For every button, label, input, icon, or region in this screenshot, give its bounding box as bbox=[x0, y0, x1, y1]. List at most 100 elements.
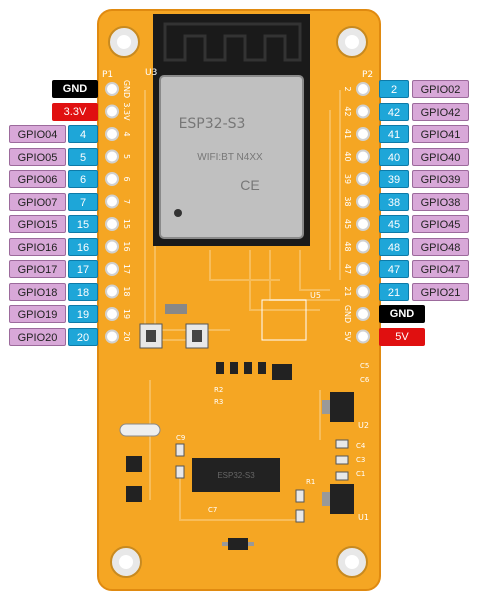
right-pin-number: 38 bbox=[379, 192, 409, 211]
left-header-silk-label: 20 bbox=[122, 331, 131, 341]
silk-r3: R3 bbox=[214, 398, 223, 406]
left-pin-number: 4 bbox=[68, 125, 98, 143]
right-header-pad bbox=[356, 104, 370, 119]
right-pin-number: 48 bbox=[379, 237, 409, 256]
left-header-pad bbox=[105, 104, 119, 119]
right-pin-number: 45 bbox=[379, 215, 409, 233]
left-pin-gnd: GND bbox=[52, 80, 98, 98]
right-pin-name: GPIO41 bbox=[412, 125, 469, 143]
right-pin-name: GPIO40 bbox=[412, 147, 469, 166]
silk-c9: C9 bbox=[176, 434, 185, 442]
right-header-silk-label: 48 bbox=[343, 241, 352, 251]
left-pin-number: 16 bbox=[68, 237, 98, 256]
right-header-silk-label: 47 bbox=[343, 264, 352, 274]
left-pin-number: 5 bbox=[68, 147, 98, 166]
right-header-silk-label: 5V bbox=[343, 331, 352, 342]
left-pin-name: GPIO20 bbox=[9, 327, 66, 346]
silk-c5: C5 bbox=[360, 362, 369, 370]
left-pin-power: 3.3V bbox=[52, 102, 98, 121]
right-header-pad bbox=[356, 329, 370, 344]
left-header-pad bbox=[105, 82, 119, 96]
right-header-silk-label: 2 bbox=[343, 86, 352, 91]
regulator-u1 bbox=[330, 484, 354, 514]
left-pin-number: 7 bbox=[68, 192, 98, 211]
left-pin-name: GPIO07 bbox=[9, 192, 66, 211]
cert-marks: CE bbox=[240, 177, 259, 193]
right-pin-power: 5V bbox=[379, 327, 425, 346]
right-pin-number: 21 bbox=[379, 282, 409, 301]
left-header-silk-label: 17 bbox=[122, 264, 131, 274]
left-header-silk-label: 6 bbox=[122, 176, 131, 181]
silk-c3: C3 bbox=[356, 456, 365, 464]
left-header-silk-label: GND bbox=[122, 80, 131, 98]
silk-u5: U5 bbox=[310, 291, 321, 300]
left-pin-name: GPIO18 bbox=[9, 282, 66, 301]
left-pin-name: GPIO15 bbox=[9, 215, 66, 233]
left-pin-name: GPIO04 bbox=[9, 125, 66, 143]
right-pin-number: 42 bbox=[379, 102, 409, 121]
right-pin-name: GPIO48 bbox=[412, 237, 469, 256]
right-pin-name: GPIO42 bbox=[412, 102, 469, 121]
usb-connector-led bbox=[228, 538, 248, 550]
silk-u2: U2 bbox=[358, 421, 369, 430]
left-header-silk-label: 19 bbox=[122, 309, 131, 319]
chip-sub: WIFI:BT N4XX bbox=[197, 152, 263, 163]
left-header-pad bbox=[105, 194, 119, 209]
right-header-pad bbox=[356, 127, 370, 141]
right-pin-name: GPIO39 bbox=[412, 170, 469, 188]
right-header-pad bbox=[356, 82, 370, 96]
silk-u1: U1 bbox=[358, 513, 369, 522]
components: U5 R2 R3 U2 U1 C4 C3 C1 C5 C6 ESP32-S3 bbox=[119, 291, 370, 550]
right-header-pad bbox=[356, 284, 370, 299]
left-header-pad bbox=[105, 217, 119, 231]
esp32-module: ESP32-S3 WIFI:BT N4XX CE bbox=[153, 14, 310, 246]
left-pin-name: GPIO06 bbox=[9, 170, 66, 188]
silk-p1: P1 bbox=[102, 70, 113, 80]
silk-r2: R2 bbox=[214, 386, 223, 394]
right-header-pad bbox=[356, 239, 370, 254]
silk-u3: U3 bbox=[145, 68, 157, 78]
regulator-u2 bbox=[330, 392, 354, 422]
right-pin-gnd: GND bbox=[379, 305, 425, 323]
right-pin-name: GPIO47 bbox=[412, 260, 469, 278]
right-pin-number: 40 bbox=[379, 147, 409, 166]
left-pin-name: GPIO17 bbox=[9, 260, 66, 278]
left-pin-name: GPIO19 bbox=[9, 305, 66, 323]
right-header-pad bbox=[356, 172, 370, 186]
left-header-pad bbox=[105, 284, 119, 299]
right-header-silk-label: 40 bbox=[343, 151, 352, 161]
left-pin-number: 15 bbox=[68, 215, 98, 233]
right-header-pad bbox=[356, 149, 370, 164]
right-header-silk-label: 41 bbox=[343, 129, 352, 139]
silk-p2: P2 bbox=[362, 70, 373, 80]
left-pin-number: 19 bbox=[68, 305, 98, 323]
left-header-silk-label: 15 bbox=[122, 219, 131, 229]
right-header-silk-label: 38 bbox=[343, 196, 352, 206]
left-header-pad bbox=[105, 329, 119, 344]
mounting-holes bbox=[108, 26, 368, 578]
left-header-pad bbox=[105, 307, 119, 321]
left-header-pad bbox=[105, 262, 119, 276]
left-header-silk-label: 7 bbox=[122, 199, 131, 204]
left-header-silk-label: 16 bbox=[122, 241, 131, 251]
inductor bbox=[165, 304, 187, 314]
right-pin-name: GPIO45 bbox=[412, 215, 469, 233]
right-header-silk-label: GND bbox=[343, 305, 352, 323]
left-header-silk-label: 4 bbox=[122, 131, 131, 136]
silk-r1: R1 bbox=[306, 478, 315, 486]
transistor bbox=[272, 364, 292, 380]
u5-chip bbox=[261, 299, 307, 341]
left-pin-number: 18 bbox=[68, 282, 98, 301]
left-header-pad bbox=[105, 239, 119, 254]
left-pin-name: GPIO05 bbox=[9, 147, 66, 166]
crystal bbox=[119, 423, 161, 437]
right-header-pad bbox=[356, 307, 370, 321]
right-pin-number: 47 bbox=[379, 260, 409, 278]
silk-c4: C4 bbox=[356, 442, 366, 450]
chip-brand: ESP32-S3 bbox=[179, 116, 246, 132]
left-pin-number: 20 bbox=[68, 327, 98, 346]
right-pin-name: GPIO02 bbox=[412, 80, 469, 98]
